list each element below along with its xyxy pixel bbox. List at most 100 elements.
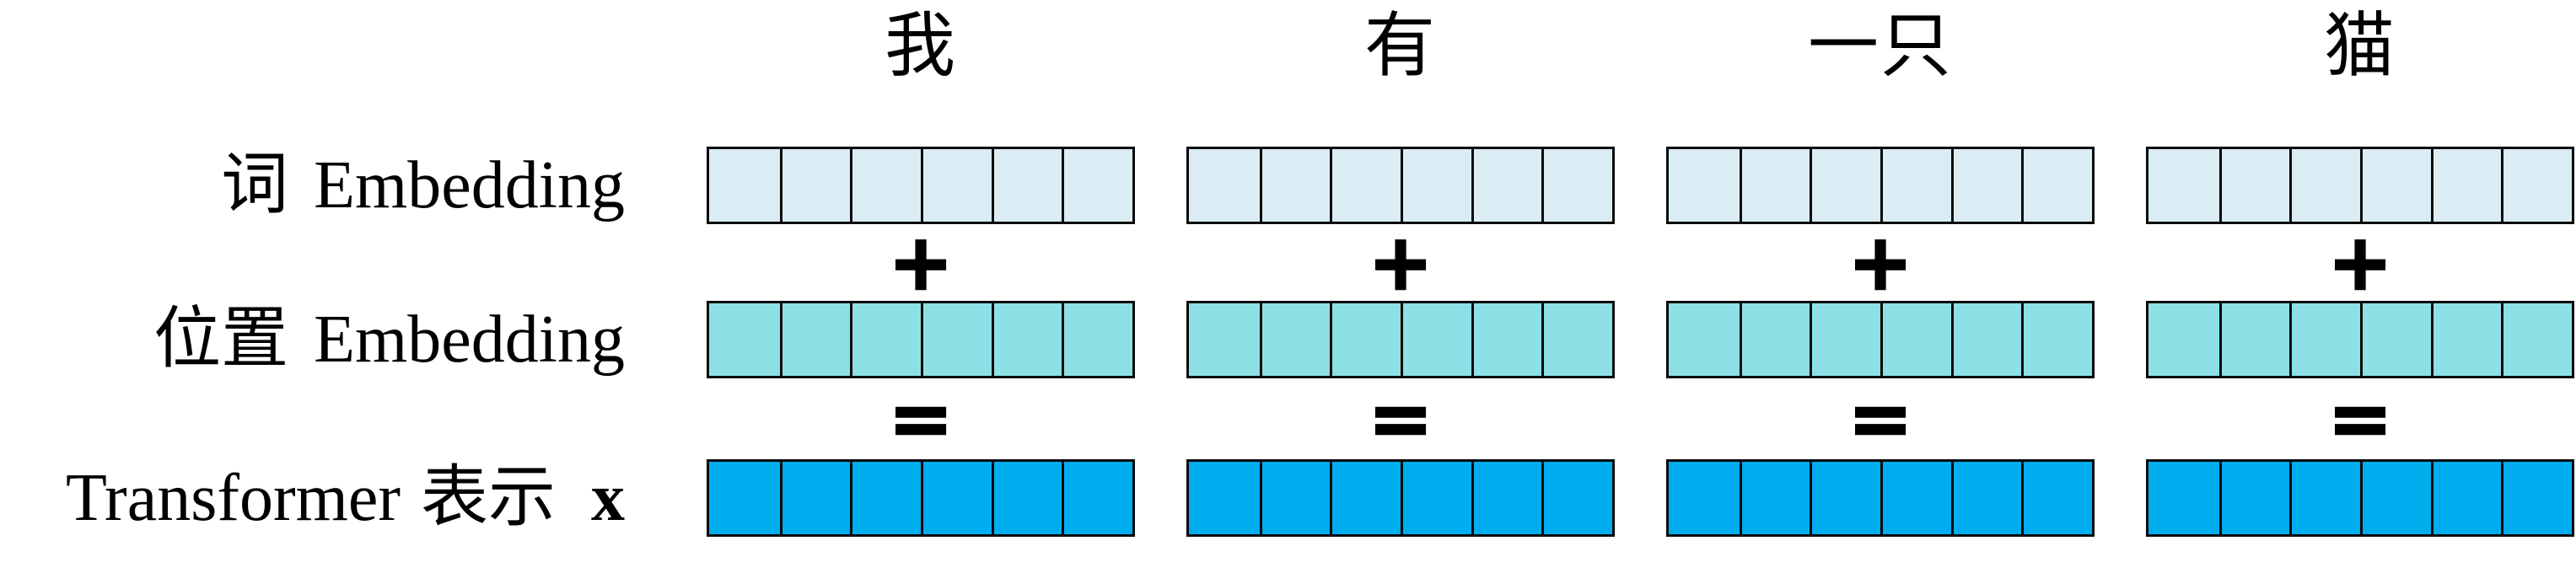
embedding-cell (1739, 462, 1810, 534)
embedding-cell (1330, 462, 1401, 534)
embedding-cell (850, 149, 921, 222)
embedding-cell (850, 462, 921, 534)
transformer-representation-var: x (591, 461, 625, 535)
transformer-representation-label-en: Transformer (66, 461, 401, 535)
embedding-cell (2218, 149, 2290, 222)
embedding-cell (779, 462, 851, 534)
plus-operator-4: + (2326, 217, 2394, 308)
embedding-cell (1062, 462, 1132, 534)
position-embedding-label-en: Embedding (314, 303, 625, 377)
embedding-cell (2021, 149, 2092, 222)
word-embedding-bar-1 (707, 147, 1135, 224)
embedding-cell (920, 462, 992, 534)
header-spacer (0, 0, 655, 147)
position-embedding-label-zh: 位置 (153, 303, 289, 377)
equals-operator-2: = (1367, 373, 1434, 463)
embedding-cell (2021, 303, 2092, 376)
transformer-representation-bar-2 (1186, 459, 1615, 537)
embedding-cell (1950, 303, 2022, 376)
token-label-4: 猫 (2323, 8, 2396, 86)
transformer-representation-bar-1 (707, 459, 1135, 537)
embedding-cell (1189, 462, 1260, 534)
word-embedding-label-en: Embedding (314, 148, 625, 222)
embedding-cell (709, 149, 780, 222)
embedding-cell (2501, 462, 2572, 534)
embedding-cell (1669, 303, 1740, 376)
embedding-cell (1471, 462, 1542, 534)
embedding-cell (1400, 303, 1471, 376)
embedding-cell (2430, 149, 2502, 222)
position-embedding-bar-1 (707, 301, 1135, 378)
embedding-cell (2218, 303, 2290, 376)
word-embedding-label: 词 Embedding (0, 147, 655, 224)
embedding-cell (2289, 149, 2360, 222)
equals-operator-1: = (887, 373, 955, 463)
transformer-representation-bar-3 (1666, 459, 2095, 537)
embedding-cell (1950, 462, 2022, 534)
word-embedding-bar-4 (2146, 147, 2574, 224)
embedding-cell (2148, 149, 2219, 222)
position-embedding-bar-3 (1666, 301, 2095, 378)
embedding-cell (920, 149, 992, 222)
equals-operator-3: = (1847, 373, 1914, 463)
embedding-cell (2289, 462, 2360, 534)
embedding-cell (1471, 149, 1542, 222)
embedding-cell (850, 303, 921, 376)
embedding-cell (2148, 462, 2219, 534)
word-embedding-bar-2 (1186, 147, 1615, 224)
embedding-cell (779, 303, 851, 376)
embedding-cell (1541, 149, 1612, 222)
embedding-cell (779, 149, 851, 222)
embedding-cell (709, 303, 780, 376)
embedding-cell (1189, 149, 1260, 222)
embedding-cell (1950, 149, 2022, 222)
transformer-representation-label-zh: 表示 (421, 461, 556, 535)
word-embedding-bar-3 (1666, 147, 2095, 224)
embedding-cell (920, 303, 992, 376)
embedding-cell (2359, 149, 2431, 222)
embedding-cell (1259, 303, 1331, 376)
token-label-1: 我 (884, 8, 957, 86)
embedding-cell (1259, 462, 1331, 534)
embedding-cell (1880, 462, 1951, 534)
embedding-cell (2430, 303, 2502, 376)
position-embedding-bar-4 (2146, 301, 2574, 378)
plus-operator-1: + (887, 217, 955, 308)
transformer-representation-label: Transformer 表示 x (0, 459, 655, 537)
embedding-cell (1400, 462, 1471, 534)
embedding-cell (1541, 303, 1612, 376)
embedding-cell (2501, 149, 2572, 222)
word-embedding-label-zh: 词 (221, 148, 289, 222)
embedding-cell (1330, 149, 1401, 222)
plus-row-spacer (0, 224, 655, 301)
embedding-cell (2430, 462, 2502, 534)
plus-operator-2: + (1367, 217, 1434, 308)
embedding-cell (2501, 303, 2572, 376)
embedding-cell (1669, 149, 1740, 222)
embedding-cell (1880, 149, 1951, 222)
embedding-cell (1880, 303, 1951, 376)
embedding-cell (1669, 462, 1740, 534)
equals-row-spacer (0, 378, 655, 459)
position-embedding-label: 位置 Embedding (0, 301, 655, 378)
embedding-cell (991, 462, 1062, 534)
embedding-cell (1739, 303, 1810, 376)
plus-operator-3: + (1847, 217, 1914, 308)
embedding-cell (2148, 303, 2219, 376)
equals-operator-4: = (2326, 373, 2394, 463)
embedding-cell (1810, 462, 1880, 534)
embedding-cell (991, 303, 1062, 376)
embedding-cell (1541, 462, 1612, 534)
token-label-2: 有 (1363, 8, 1437, 86)
embedding-cell (1330, 303, 1401, 376)
embedding-cell (1062, 303, 1132, 376)
embedding-cell (2218, 462, 2290, 534)
embedding-cell (1810, 303, 1880, 376)
diagram-grid: 我 有 一只 猫 词 Embedding + + + + 位置 Embeddin… (0, 0, 2574, 537)
embedding-cell (1471, 303, 1542, 376)
token-label-3: 一只 (1807, 8, 1953, 86)
embedding-cell (1739, 149, 1810, 222)
embedding-cell (1400, 149, 1471, 222)
embedding-cell (709, 462, 780, 534)
